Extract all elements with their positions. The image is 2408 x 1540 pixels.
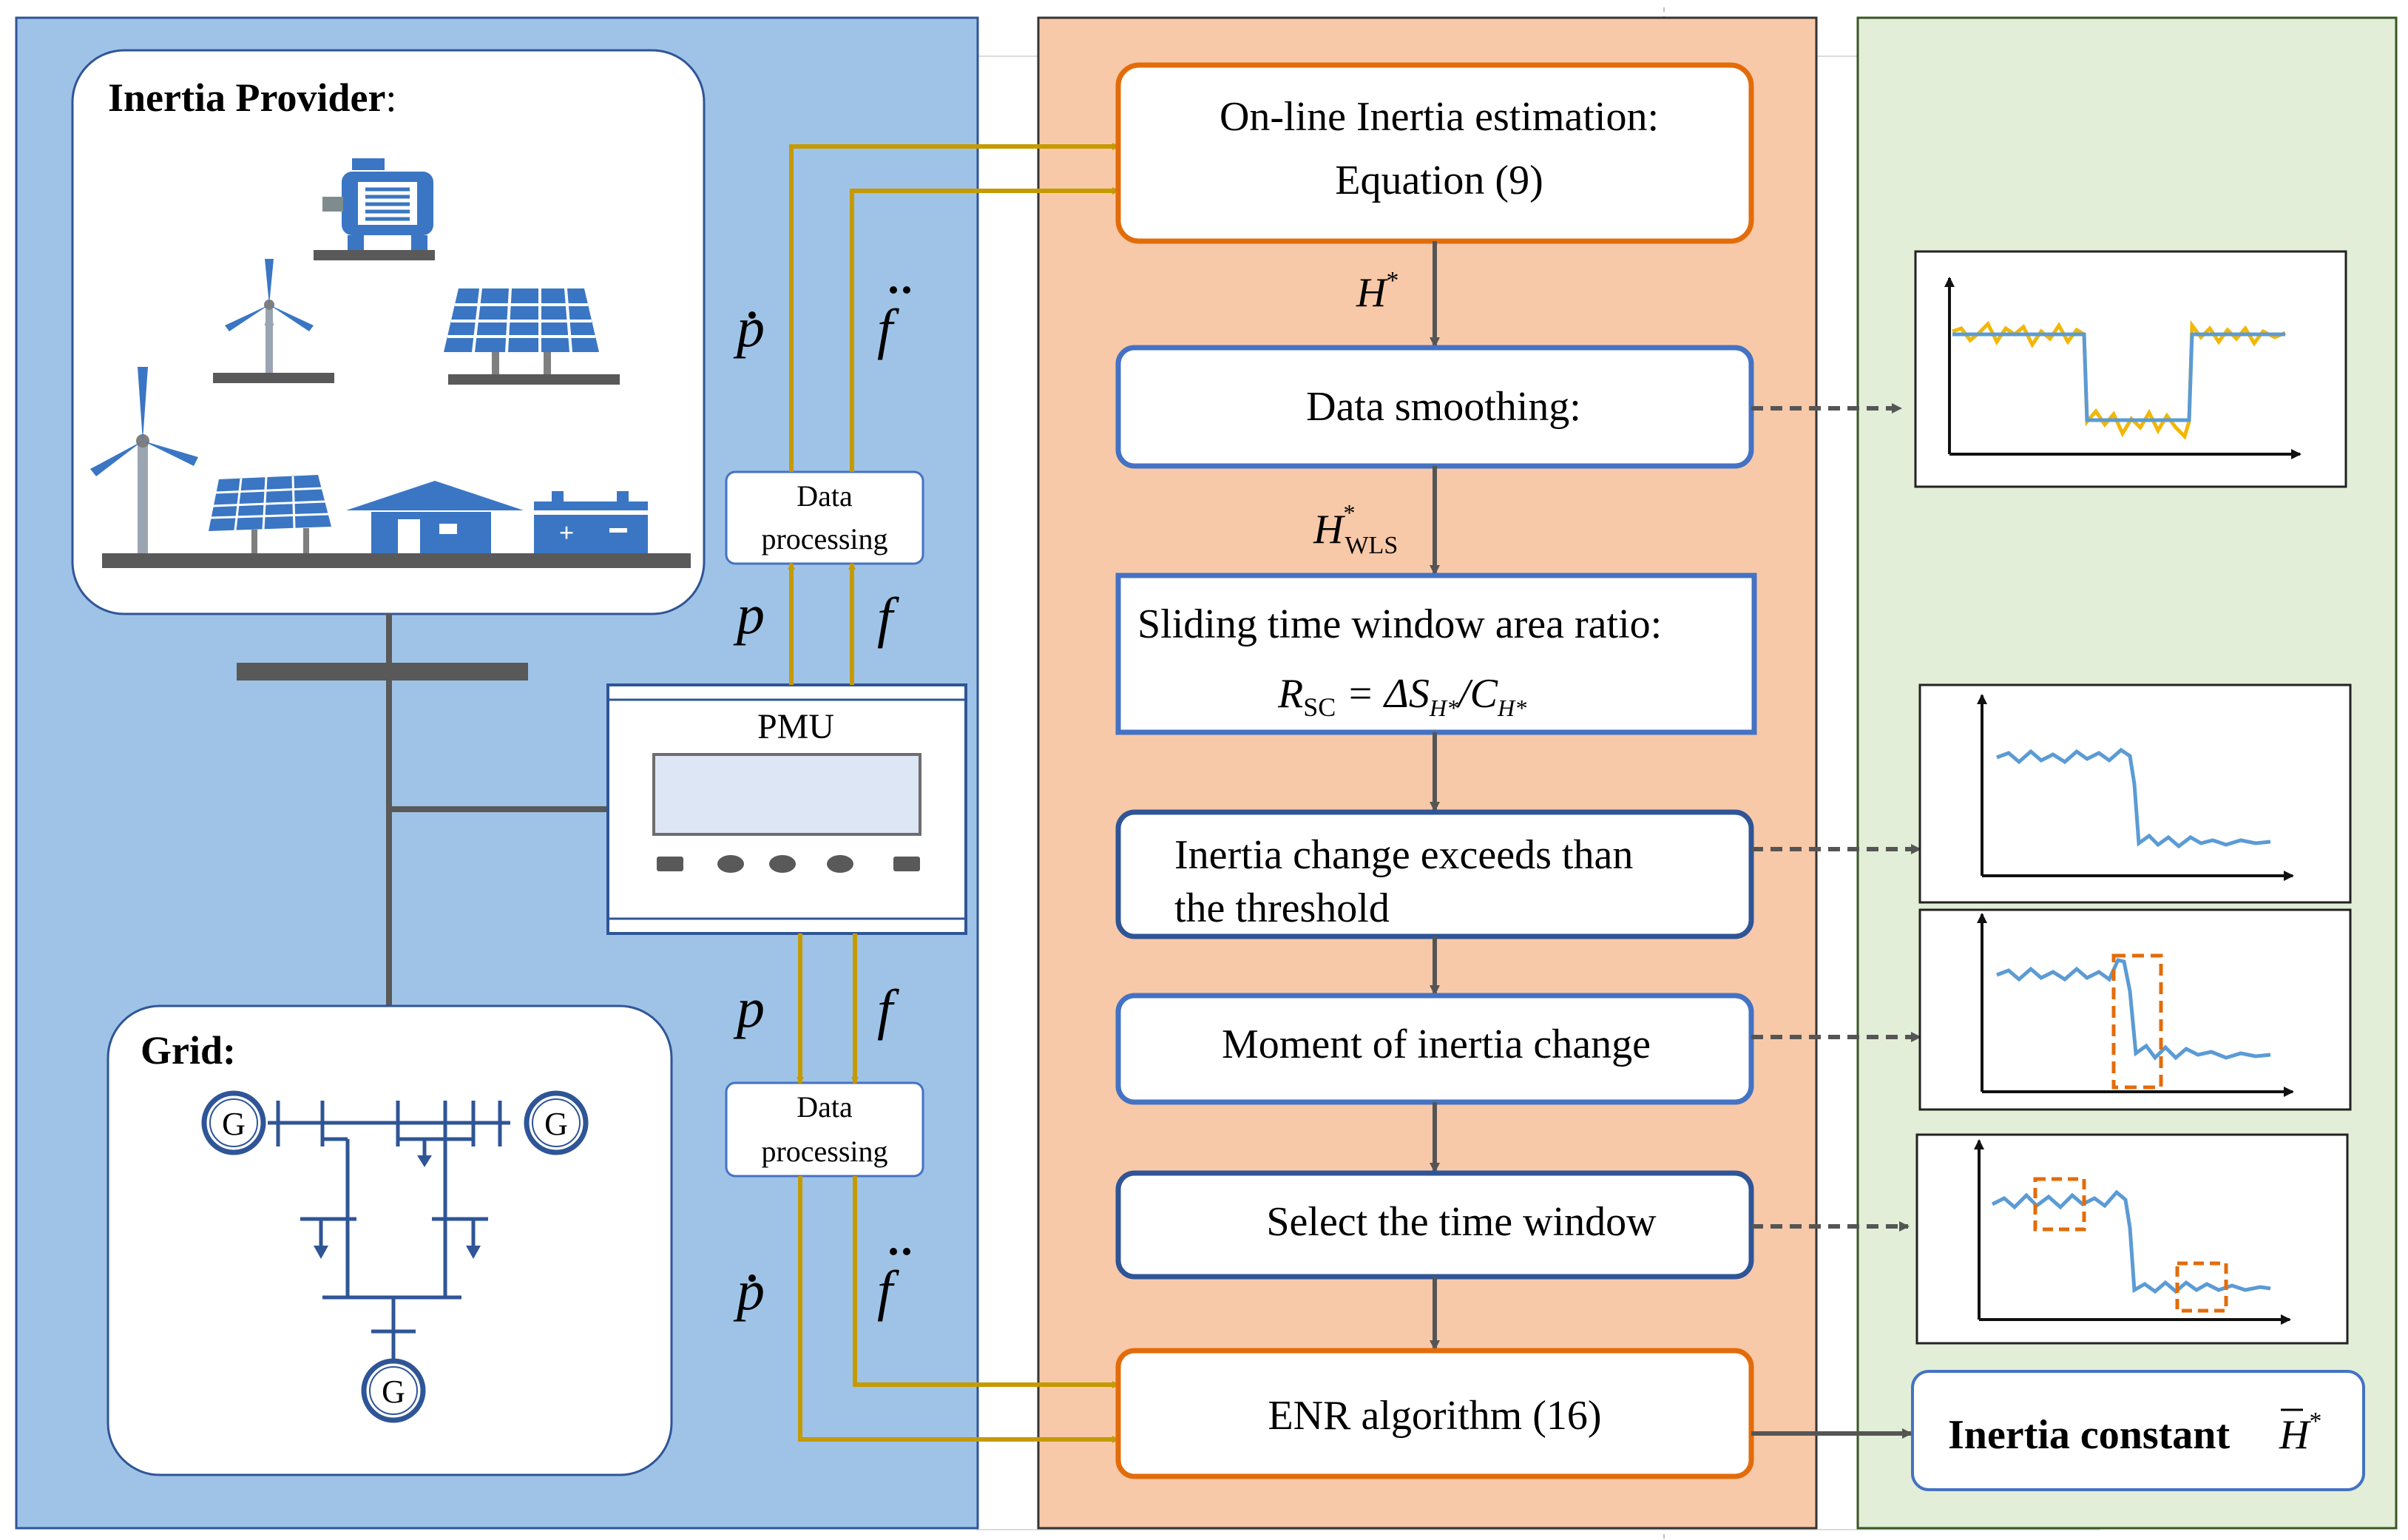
svg-text:G: G bbox=[222, 1106, 246, 1142]
ratio-formula: RSC = ΔSH*/CH* bbox=[1277, 671, 1526, 722]
svg-text:Moment of inertia change: Moment of inertia change bbox=[1222, 1021, 1651, 1067]
h-star-label: H* bbox=[1356, 267, 1399, 316]
select-window-box: Select the time window bbox=[1115, 1170, 1754, 1280]
svg-text:processing: processing bbox=[761, 522, 887, 555]
svg-text:+: + bbox=[559, 518, 575, 547]
svg-text:Data: Data bbox=[797, 479, 853, 513]
svg-text:Sliding time window area ratio: Sliding time window area ratio: bbox=[1137, 601, 1662, 647]
generator-icon: G bbox=[201, 1090, 266, 1155]
change-marker bbox=[2111, 953, 2163, 1090]
data-processing-box-top: Data processing bbox=[725, 470, 924, 565]
estimation-box: On-line Inertia estimation: Equation (9) bbox=[1115, 62, 1754, 244]
moment-change-box: Moment of inertia change bbox=[1115, 993, 1754, 1105]
generator-icon: G bbox=[361, 1358, 426, 1423]
p-label: p bbox=[733, 977, 765, 1039]
inertia-constant-box: Inertia constant H* bbox=[1911, 1370, 2365, 1491]
svg-text:On-line Inertia estimation:: On-line Inertia estimation: bbox=[1220, 94, 1659, 140]
window-plot bbox=[1915, 1133, 2349, 1345]
pmu-screen bbox=[652, 753, 921, 836]
solar-panel-icon bbox=[444, 288, 620, 385]
threshold-box: Inertia change exceeds than the threshol… bbox=[1115, 809, 1754, 939]
ground-bar bbox=[102, 553, 691, 568]
svg-text:Inertia constant: Inertia constant bbox=[1948, 1412, 2230, 1458]
h-bar-symbol: H* bbox=[2279, 1408, 2321, 1458]
wind-turbine-icon bbox=[213, 259, 334, 383]
dot-mark bbox=[748, 311, 756, 319]
svg-text:Data smoothing:: Data smoothing: bbox=[1306, 384, 1581, 430]
svg-text:G: G bbox=[544, 1106, 568, 1142]
sliding-window-box: Sliding time window area ratio: RSC = ΔS… bbox=[1115, 573, 1757, 735]
signal-labels: p f p f p f p f bbox=[733, 286, 910, 1322]
svg-text:processing: processing bbox=[761, 1135, 887, 1168]
motor-icon bbox=[314, 158, 435, 260]
svg-text:ENR algorithm (16): ENR algorithm (16) bbox=[1268, 1393, 1601, 1439]
inertia-provider-label: Inertia Provider: bbox=[108, 75, 396, 120]
data-processing-box-bottom: Data processing bbox=[725, 1081, 924, 1178]
signal-arrows bbox=[788, 143, 1120, 1443]
moment-plot bbox=[1918, 908, 2352, 1111]
h-wls-label: H*WLS bbox=[1313, 499, 1398, 559]
p-dot-label: p bbox=[733, 1260, 765, 1322]
solar-panel-icon bbox=[209, 475, 331, 555]
battery-icon: + bbox=[534, 491, 648, 553]
svg-text:the threshold: the threshold bbox=[1174, 885, 1390, 931]
p-label: p bbox=[733, 584, 765, 646]
smoothing-plot bbox=[1914, 250, 2347, 488]
middle-panel bbox=[1037, 16, 1818, 1530]
wind-turbine-icon bbox=[90, 367, 198, 553]
bus-bar bbox=[237, 663, 528, 680]
pmu-label: PMU bbox=[757, 707, 834, 746]
window-marker bbox=[2175, 1261, 2228, 1313]
svg-text:Data: Data bbox=[797, 1090, 853, 1124]
svg-text:G: G bbox=[382, 1374, 405, 1410]
generator-icon: G bbox=[524, 1090, 589, 1155]
threshold-plot bbox=[1918, 683, 2352, 904]
p-dot-label: p bbox=[733, 297, 765, 359]
svg-text:Equation (9): Equation (9) bbox=[1335, 158, 1543, 203]
enr-algorithm-box: ENR algorithm (16) bbox=[1115, 1348, 1754, 1479]
plot-connectors bbox=[1751, 403, 1921, 1232]
svg-text:Inertia change exceeds than: Inertia change exceeds than bbox=[1174, 832, 1633, 878]
window-marker bbox=[2033, 1177, 2086, 1232]
load-arrow-icons bbox=[314, 1155, 481, 1259]
grid-label: Grid: bbox=[141, 1028, 236, 1073]
data-smoothing-box: Data smoothing: bbox=[1115, 345, 1754, 469]
pmu-device bbox=[606, 683, 967, 935]
svg-text:Select the time window: Select the time window bbox=[1266, 1199, 1657, 1245]
house-icon bbox=[346, 481, 524, 555]
